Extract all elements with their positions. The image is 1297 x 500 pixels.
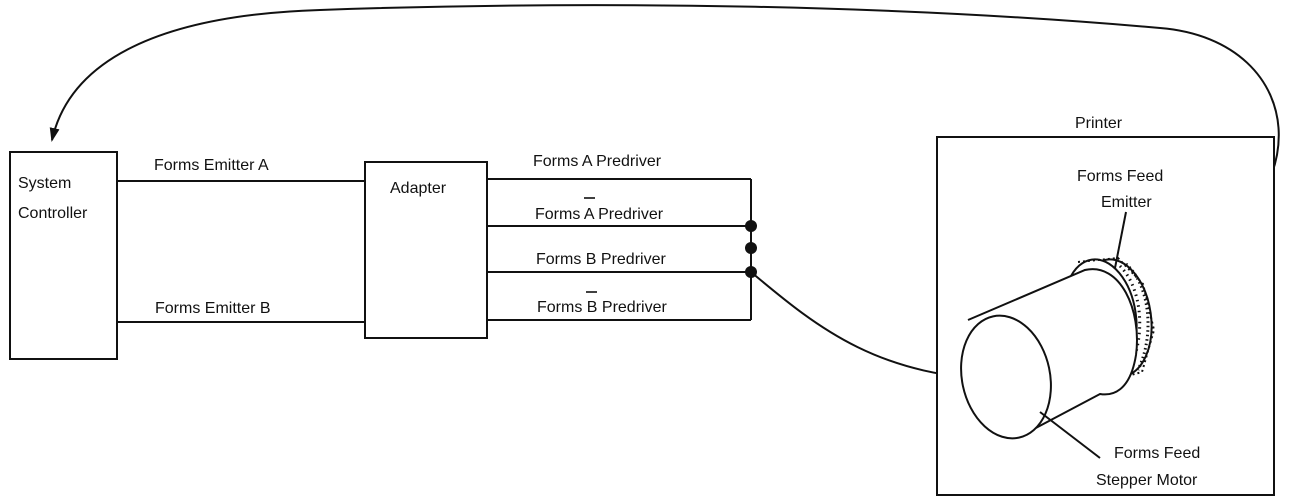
feedback-arrow <box>49 4 1280 286</box>
predriver-a-label: Forms A Predriver <box>533 153 662 170</box>
junction-dot-middle <box>745 242 757 254</box>
system-controller-label-line1: System <box>18 175 71 192</box>
adapter-block: Adapter <box>364 161 488 339</box>
forms-emitter-a-label: Forms Emitter A <box>154 157 269 174</box>
emitter-leader <box>1114 211 1127 269</box>
forms-feed-emitter-label-line2: Emitter <box>1101 194 1152 211</box>
predriver-a-bar-label: Forms A Predriver <box>535 206 664 223</box>
stepper-motor-label-line1: Forms Feed <box>1114 445 1200 462</box>
forms-emitter-b-label: Forms Emitter B <box>155 300 271 317</box>
junction-dot-a-bar <box>745 220 757 232</box>
system-controller-block: System Controller <box>9 151 118 360</box>
predriver-b-label: Forms B Predriver <box>536 251 666 268</box>
forms-feed-emitter-label-line1: Forms Feed <box>1077 168 1163 185</box>
adapter-label: Adapter <box>390 180 447 197</box>
forms-feed-stepper-motor <box>960 268 1138 440</box>
stepper-motor-label-line2: Stepper Motor <box>1096 472 1198 489</box>
printer-label: Printer <box>1075 115 1123 132</box>
predriver-b-bar-label: Forms B Predriver <box>537 299 667 316</box>
system-controller-label-line2: Controller <box>18 205 88 222</box>
motor-leader <box>1039 411 1101 459</box>
